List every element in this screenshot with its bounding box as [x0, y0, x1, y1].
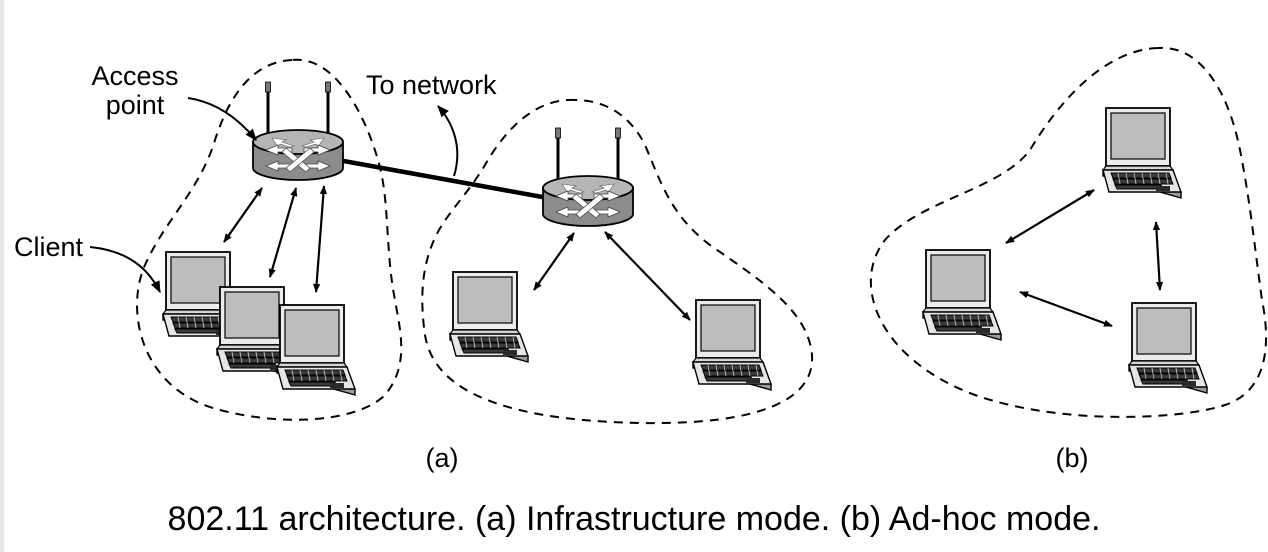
- coverage-boundary-left: [136, 58, 403, 421]
- laptop-icon: [922, 249, 1002, 341]
- access-point-icon: [541, 126, 635, 228]
- coverage-boundary-right: [869, 46, 1267, 418]
- client-label: Client: [14, 232, 84, 262]
- architecture-diagram: Access point To network Client (a) (b): [14, 46, 1267, 473]
- laptop-icon: [1102, 107, 1182, 199]
- laptop-icon: [276, 304, 356, 396]
- wireless-link-arrow: [1152, 221, 1164, 291]
- ad-hoc-mode: (b): [869, 46, 1267, 473]
- access-point-callout: [187, 97, 257, 141]
- wireless-link-arrow: [1019, 290, 1113, 328]
- wired-link: [337, 157, 549, 201]
- laptop-icon: [1128, 302, 1208, 394]
- page-edge-strip: [0, 0, 4, 552]
- wireless-link-arrow: [604, 231, 691, 321]
- laptop-icon: [449, 271, 529, 363]
- wireless-link-arrow: [533, 232, 575, 291]
- access-point-label: Access: [91, 61, 178, 91]
- access-point-label: point: [106, 90, 165, 120]
- infrastructure-mode: Access point To network Client (a): [14, 58, 814, 473]
- client-callout: [89, 246, 161, 294]
- wireless-link-arrow: [223, 187, 263, 243]
- figure-caption: 802.11 architecture. (a) Infrastructure …: [167, 500, 1101, 538]
- laptop-icon: [692, 299, 772, 391]
- access-point-icon: [251, 80, 345, 182]
- to-network-callout: [437, 105, 459, 177]
- part-b-label: (b): [1056, 443, 1089, 473]
- wireless-link-arrow: [1005, 189, 1095, 244]
- wireless-link-arrow: [268, 187, 298, 278]
- to-network-label: To network: [366, 70, 497, 100]
- wireless-link-arrow: [313, 185, 327, 293]
- part-a-label: (a): [426, 443, 459, 473]
